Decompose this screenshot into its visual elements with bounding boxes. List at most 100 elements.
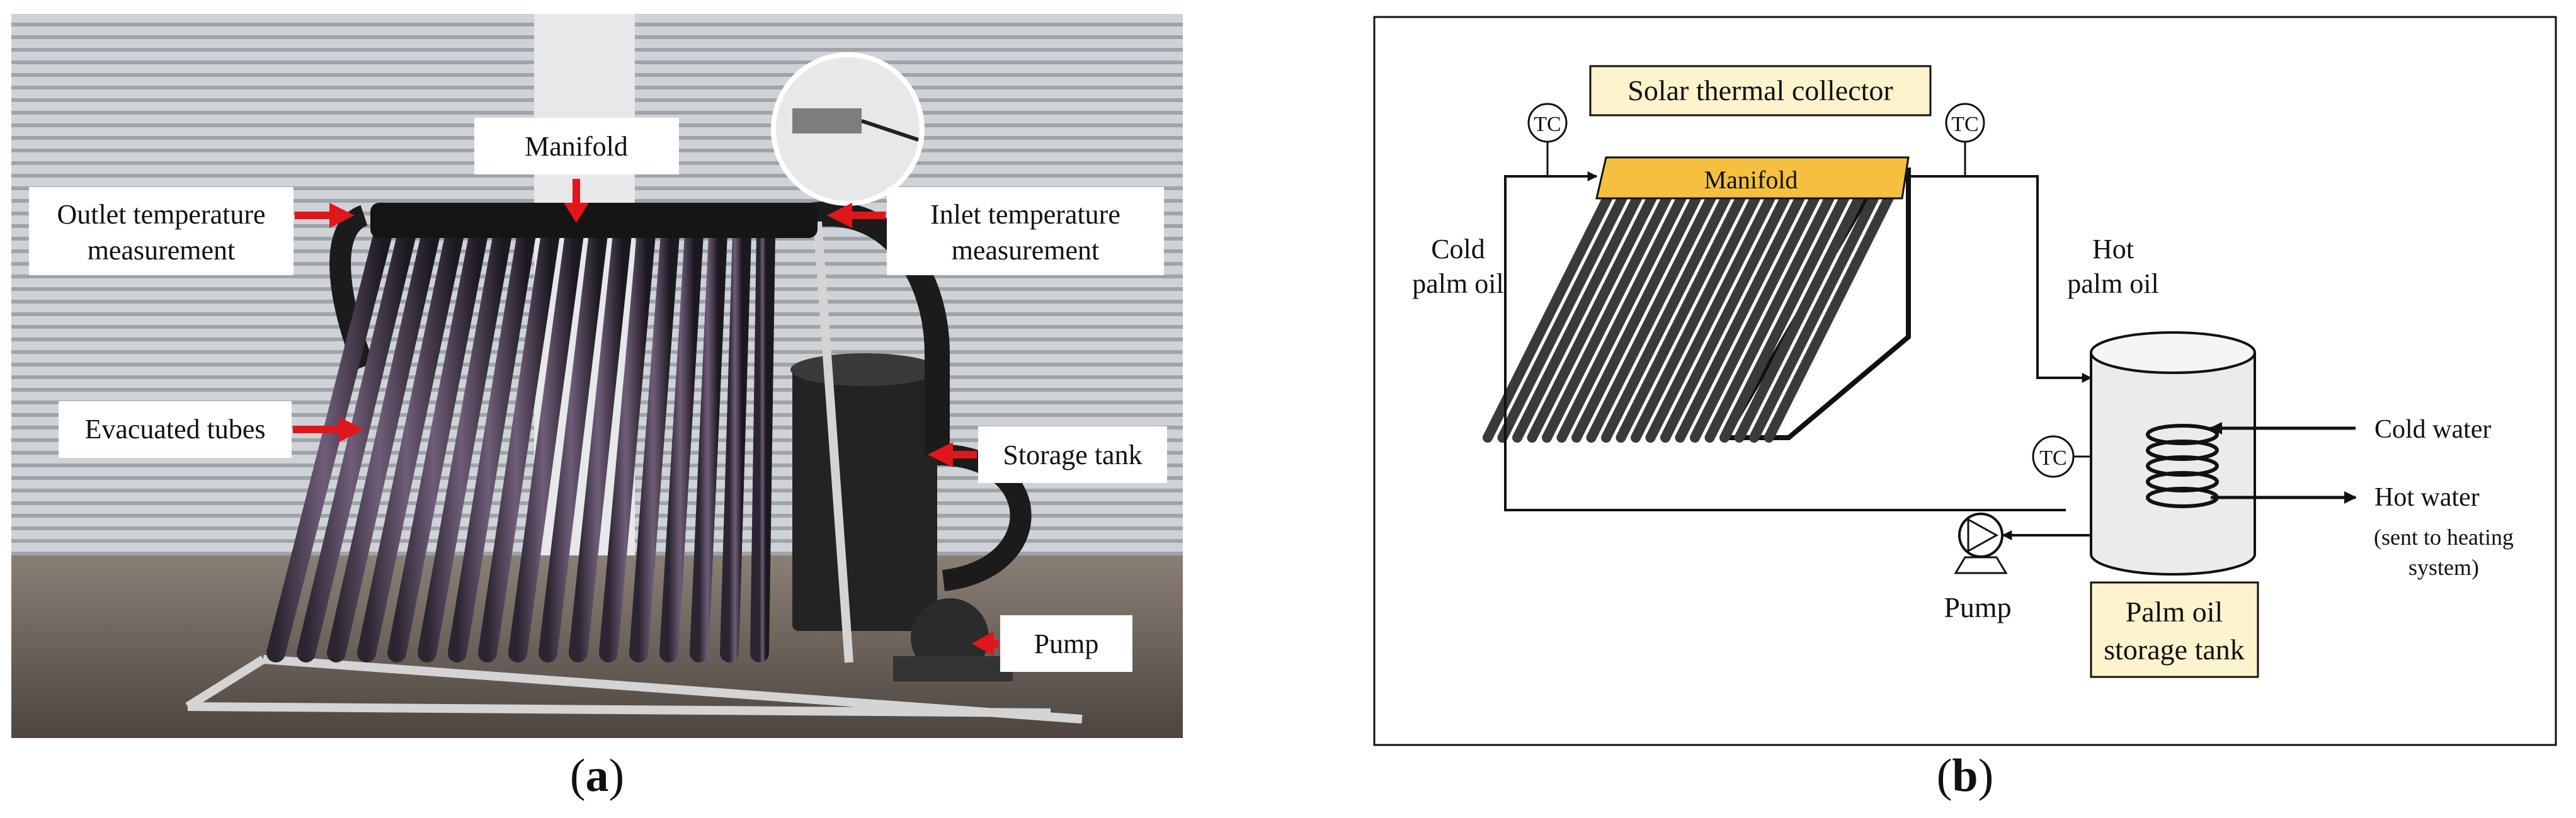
label-outlet-line2: measurement (88, 235, 236, 266)
evacuated-tube (569, 225, 632, 662)
heat-exchanger-coil (2146, 424, 2219, 508)
schematic-tube (1483, 193, 1612, 443)
storage-tank-body (792, 366, 937, 631)
label-manifold: Manifold (525, 131, 628, 162)
caption-a: (a) (534, 749, 660, 803)
schematic-tube (1645, 193, 1775, 443)
schematic-tube (1675, 193, 1805, 443)
schematic-tube (1601, 193, 1731, 443)
evacuated-tube (750, 225, 775, 662)
caption-a-close: ) (608, 750, 625, 802)
hose-loop (937, 444, 1032, 591)
evacuated-tube (448, 225, 536, 662)
label-pump: Pump (1034, 628, 1099, 659)
evacuated-tube (720, 225, 751, 662)
schematic-tube (1586, 193, 1716, 443)
arrowhead-evacuated-tubes (339, 417, 364, 442)
evacuated-tube (599, 225, 656, 662)
label-box-pump (1000, 615, 1132, 672)
tank-label-2: storage tank (2104, 633, 2245, 666)
caption-a-open: ( (569, 750, 586, 802)
tc-inlet (1527, 103, 1568, 143)
evacuated-tube (327, 225, 440, 662)
schematic-tube (1764, 193, 1894, 443)
caption-b-close: ) (1978, 750, 1994, 802)
cold-oil-label-1: Cold (1431, 234, 1485, 264)
tc-outlet-label: TC (1951, 113, 1978, 136)
pipe-hot-oil (1908, 175, 2092, 383)
hot-water-note-2: system) (2408, 555, 2479, 580)
tank-cylinder (2090, 353, 2256, 576)
inset-detail-pipe (792, 108, 862, 133)
manifold-photo (370, 203, 818, 238)
pump-symbol-impeller (1967, 518, 1999, 553)
label-inlet-line2: measurement (952, 235, 1100, 266)
schematic-manifold (1595, 156, 1910, 200)
caption-b-open: ( (1936, 750, 1952, 802)
hot-water-note-1: (sent to heating (2374, 525, 2514, 550)
schematic-tube (1542, 193, 1672, 443)
evacuated-tube (266, 225, 392, 662)
evacuated-tube (478, 225, 560, 662)
label-box-outlet (29, 187, 294, 275)
tc-inlet-label: TC (1534, 113, 1561, 136)
collector-title: Solar thermal collector (1627, 74, 1893, 106)
label-box-storage-tank (978, 426, 1167, 483)
schematic-tube (1631, 193, 1760, 443)
caption-b-letter: b (1952, 750, 1978, 802)
pump-base (893, 656, 1013, 681)
caption-b: (b) (1902, 749, 2028, 803)
evacuated-tubes-group (266, 225, 799, 662)
schematic-tube (1512, 193, 1642, 443)
schematic-tube (1497, 193, 1627, 443)
schematic-tube (1616, 193, 1746, 443)
label-storage-tank: Storage tank (1003, 440, 1142, 470)
evacuated-tube (659, 225, 704, 662)
inset-detail-wire (861, 119, 919, 142)
arrowhead-storage-tank (928, 442, 953, 467)
tc-outlet (1945, 103, 1985, 143)
evacuated-tube (539, 225, 608, 662)
caption-a-letter: a (585, 750, 609, 802)
evacuated-tube (357, 225, 464, 662)
schematic-tube (1571, 193, 1701, 443)
arrowhead-pump (972, 631, 994, 656)
evacuated-tube (508, 225, 584, 662)
photo-panel: Manifold Outlet temperature measurement … (11, 14, 1183, 738)
schematic-manifold-label: Manifold (1704, 166, 1798, 194)
storage-tank-top (790, 353, 939, 386)
evacuated-tube (690, 225, 727, 662)
arrowhead-inlet (827, 203, 852, 228)
schematic-tube (1690, 193, 1820, 443)
schematic-panel: Solar thermal collector Manifold TC TC T… (1373, 16, 2557, 746)
pipe-cold-oil-return (1504, 171, 2066, 511)
evacuated-tube (387, 225, 488, 662)
label-outlet-line1: Outlet temperature (57, 199, 265, 230)
pump-symbol-base (1954, 556, 2008, 574)
schematic-tube (1556, 193, 1687, 443)
schematic-tube (1734, 193, 1864, 443)
cold-water-label: Cold water (2374, 415, 2491, 444)
tc-tank-label: TC (2039, 446, 2066, 470)
tank-top (2090, 331, 2256, 374)
label-evacuated-tubes: Evacuated tubes (84, 414, 265, 445)
pump-label: Pump (1944, 591, 2011, 623)
label-box-evacuated-tubes (59, 401, 292, 458)
hot-oil-label-2: palm oil (2067, 268, 2158, 299)
arrowhead-outlet (329, 203, 355, 228)
schematic-tube (1660, 193, 1790, 443)
evacuated-tube (297, 225, 416, 662)
collector-title-box (1589, 65, 1932, 116)
schematic-tube (1704, 193, 1835, 443)
schematic-tube (1749, 193, 1879, 443)
arrowhead-manifold (564, 203, 589, 223)
tank-label-1: Palm oil (2126, 596, 2223, 628)
schematic-tubes-group (1483, 193, 1894, 443)
hot-oil-label-1: Hot (2092, 234, 2134, 264)
evacuated-tube (418, 225, 512, 662)
collector-frame (185, 221, 1083, 724)
cold-oil-label-2: palm oil (1412, 268, 1503, 299)
schematic-tube (1527, 193, 1657, 443)
label-box-inlet (887, 187, 1164, 275)
evacuated-tube (629, 225, 680, 662)
